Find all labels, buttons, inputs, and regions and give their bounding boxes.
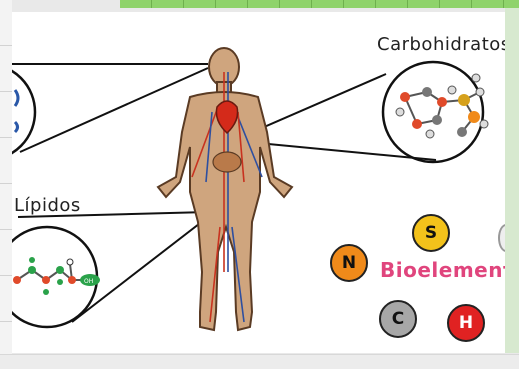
- bioelementos-label: Bioelemente: [380, 258, 505, 282]
- spreadsheet-edge: [505, 8, 519, 353]
- lipidos-label: Lípidos: [14, 195, 81, 216]
- embedded-image[interactable]: OH Carbohidratos Lípidos Bioelemente S N…: [12, 12, 505, 353]
- hydrogen-element-badge: H: [447, 304, 485, 342]
- nitrogen-element-badge: N: [330, 244, 368, 282]
- spreadsheet-row-strip: [0, 0, 12, 369]
- spreadsheet-bottom-strip: [0, 354, 519, 369]
- carbohidratos-label: Carbohidratos: [377, 34, 505, 55]
- carbon-element-badge: C: [379, 300, 417, 338]
- human-body: [158, 48, 292, 330]
- spreadsheet-column-strip: [120, 0, 519, 8]
- illustration: OH: [12, 12, 505, 353]
- intestines: [213, 152, 241, 172]
- protein-circle: [12, 64, 35, 160]
- svg-text:OH: OH: [84, 278, 93, 285]
- sulfur-element-badge: S: [412, 214, 450, 252]
